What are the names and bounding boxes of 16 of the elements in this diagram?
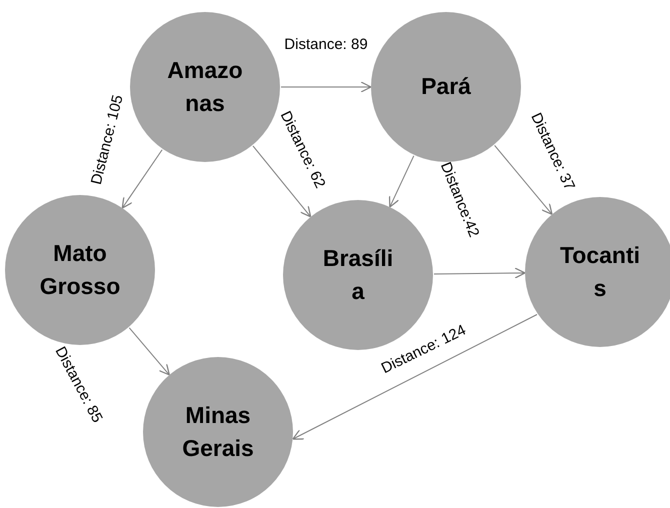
node-label: Amazonas: [166, 56, 244, 118]
edge-label: Distance: 89: [284, 34, 368, 55]
arrow: [280, 81, 372, 93]
arrow: [434, 267, 526, 279]
node-label: Brasília: [322, 244, 394, 306]
node-label: Minas Gerais: [181, 400, 255, 463]
node-label: Tocantis: [558, 240, 642, 303]
arrow: [128, 327, 170, 376]
node-label: Mato Grosso: [38, 238, 122, 301]
arrow: [252, 145, 312, 218]
arrow: [494, 144, 553, 215]
arrow: [122, 149, 163, 209]
arrow: [388, 155, 414, 208]
node-label: Pará: [420, 72, 472, 102]
edge-label: Distance: 105: [86, 92, 128, 188]
arrow: [292, 314, 538, 440]
